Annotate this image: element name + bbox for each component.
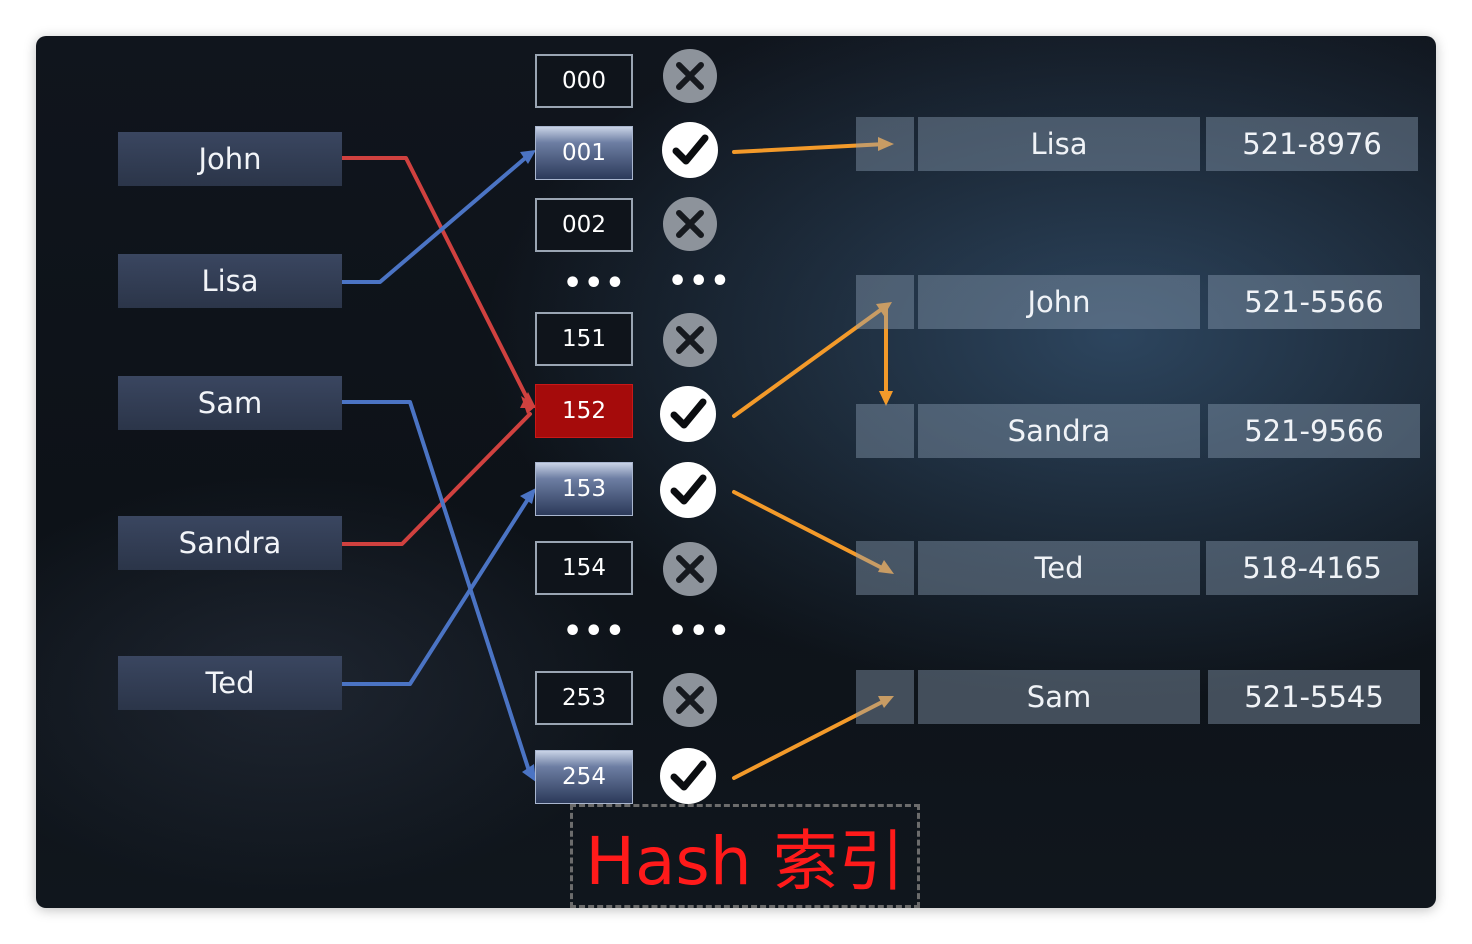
ellipsis-status-2: •••	[668, 614, 732, 649]
bucket-151: 151	[535, 312, 633, 366]
bucket-153: 153	[535, 462, 633, 516]
record-pointer-cell	[856, 404, 914, 458]
link-sandra-152	[340, 412, 532, 546]
link-john-152	[340, 156, 532, 406]
arrowhead-152-b	[520, 392, 536, 408]
x-mark-icon	[662, 312, 718, 368]
key-sandra: Sandra	[118, 516, 342, 570]
check-mark-icon	[660, 748, 716, 804]
x-mark-icon	[662, 48, 718, 104]
record-pointer-cell	[856, 117, 914, 171]
key-sam: Sam	[118, 376, 342, 430]
arrowhead-152-a	[521, 396, 536, 414]
caption-hash-index: Hash 索引	[570, 804, 920, 908]
arrowhead-153	[520, 488, 536, 504]
record-name: Lisa	[918, 117, 1200, 171]
record-phone: 521-8976	[1206, 117, 1418, 171]
bucket-254: 254	[535, 750, 633, 804]
bucket-253: 253	[535, 671, 633, 725]
bucket-152: 152	[535, 384, 633, 438]
x-mark-icon	[662, 541, 718, 597]
x-mark-icon	[662, 672, 718, 728]
bucket-002: 002	[535, 198, 633, 252]
check-mark-icon	[662, 122, 718, 178]
bucket-001: 001	[535, 126, 633, 180]
arrowhead-254	[522, 764, 536, 782]
check-mark-icon	[660, 386, 716, 442]
key-lisa: Lisa	[118, 254, 342, 308]
check-mark-icon	[660, 462, 716, 518]
record-pointer-cell	[856, 275, 914, 329]
record-name: Ted	[918, 541, 1200, 595]
record-name: Sandra	[918, 404, 1200, 458]
bucket-154: 154	[535, 541, 633, 595]
record-name: John	[918, 275, 1200, 329]
record-phone: 521-9566	[1208, 404, 1420, 458]
bucket-000: 000	[535, 54, 633, 108]
ellipsis-bucket-2: •••	[563, 614, 627, 649]
record-phone: 521-5566	[1208, 275, 1420, 329]
ellipsis-status-1: •••	[668, 264, 732, 299]
record-pointer-cell	[856, 670, 914, 724]
key-ted: Ted	[118, 656, 342, 710]
record-name: Sam	[918, 670, 1200, 724]
arrowhead-001	[520, 150, 536, 164]
record-phone: 518-4165	[1206, 541, 1418, 595]
link-lisa-001	[340, 152, 532, 284]
link-sam-254	[340, 400, 532, 776]
diagram-canvas: John Lisa Sam Sandra Ted 000 001 002 •••…	[36, 36, 1436, 908]
x-mark-icon	[662, 196, 718, 252]
link-ted-153	[340, 494, 532, 686]
record-phone: 521-5545	[1208, 670, 1420, 724]
key-john: John	[118, 132, 342, 186]
ellipsis-bucket-1: •••	[563, 266, 627, 301]
record-pointer-cell	[856, 541, 914, 595]
